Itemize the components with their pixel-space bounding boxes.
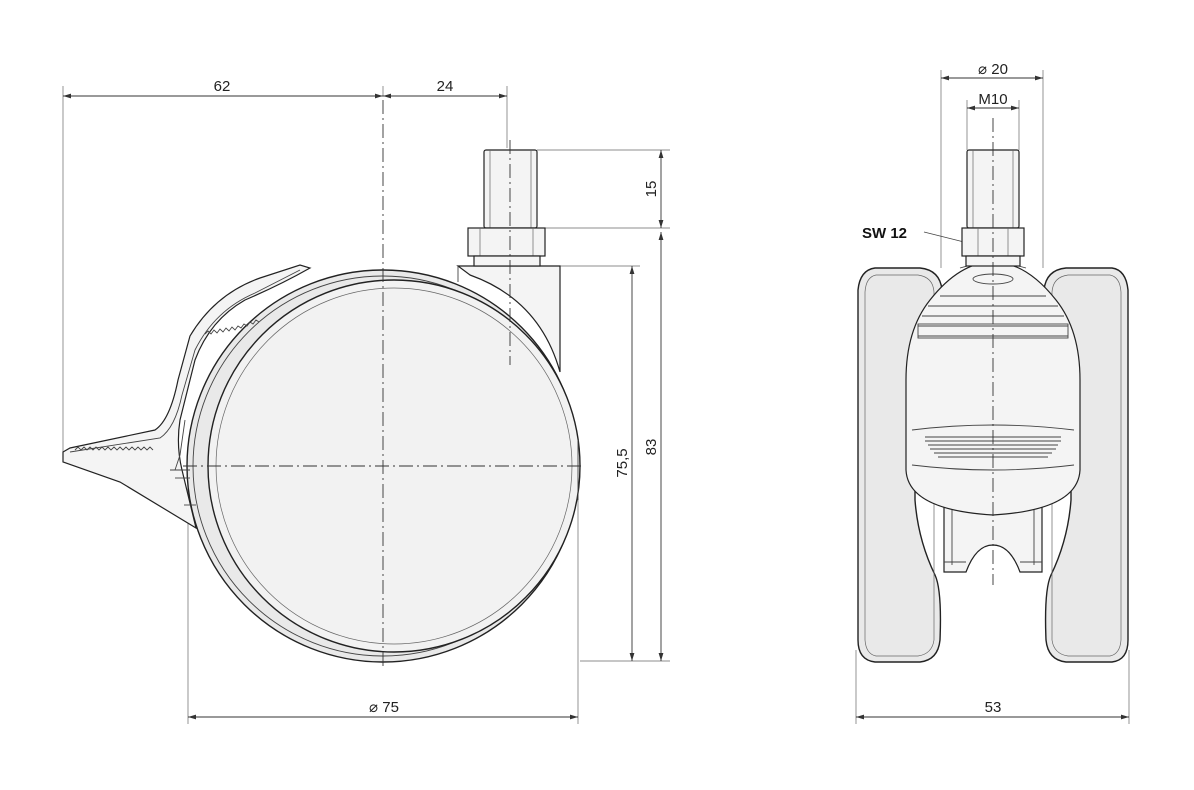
dim-label-diameter-75: ⌀ 75 [369,699,399,716]
brake-pedal [62,264,312,530]
dim-label-diameter-20: ⌀ 20 [978,61,1008,78]
dim-label-83: 83 [643,439,660,456]
dim-label-15: 15 [643,181,660,198]
dim-label-24: 24 [437,78,454,95]
fork-housing [456,265,561,373]
sw12-leader [923,231,969,244]
threaded-stem [467,149,546,267]
dim-label-m10: M10 [978,91,1007,108]
front-view: ⌀ 20 M10 SW 12 53 [855,61,1130,724]
label-sw12: SW 12 [862,225,907,242]
dim-label-75-5: 75,5 [614,448,631,477]
dim-label-62: 62 [214,78,231,95]
dim-label-53: 53 [985,699,1002,716]
side-view: 62 24 15 83 75,5 ⌀ 75 [62,78,670,724]
